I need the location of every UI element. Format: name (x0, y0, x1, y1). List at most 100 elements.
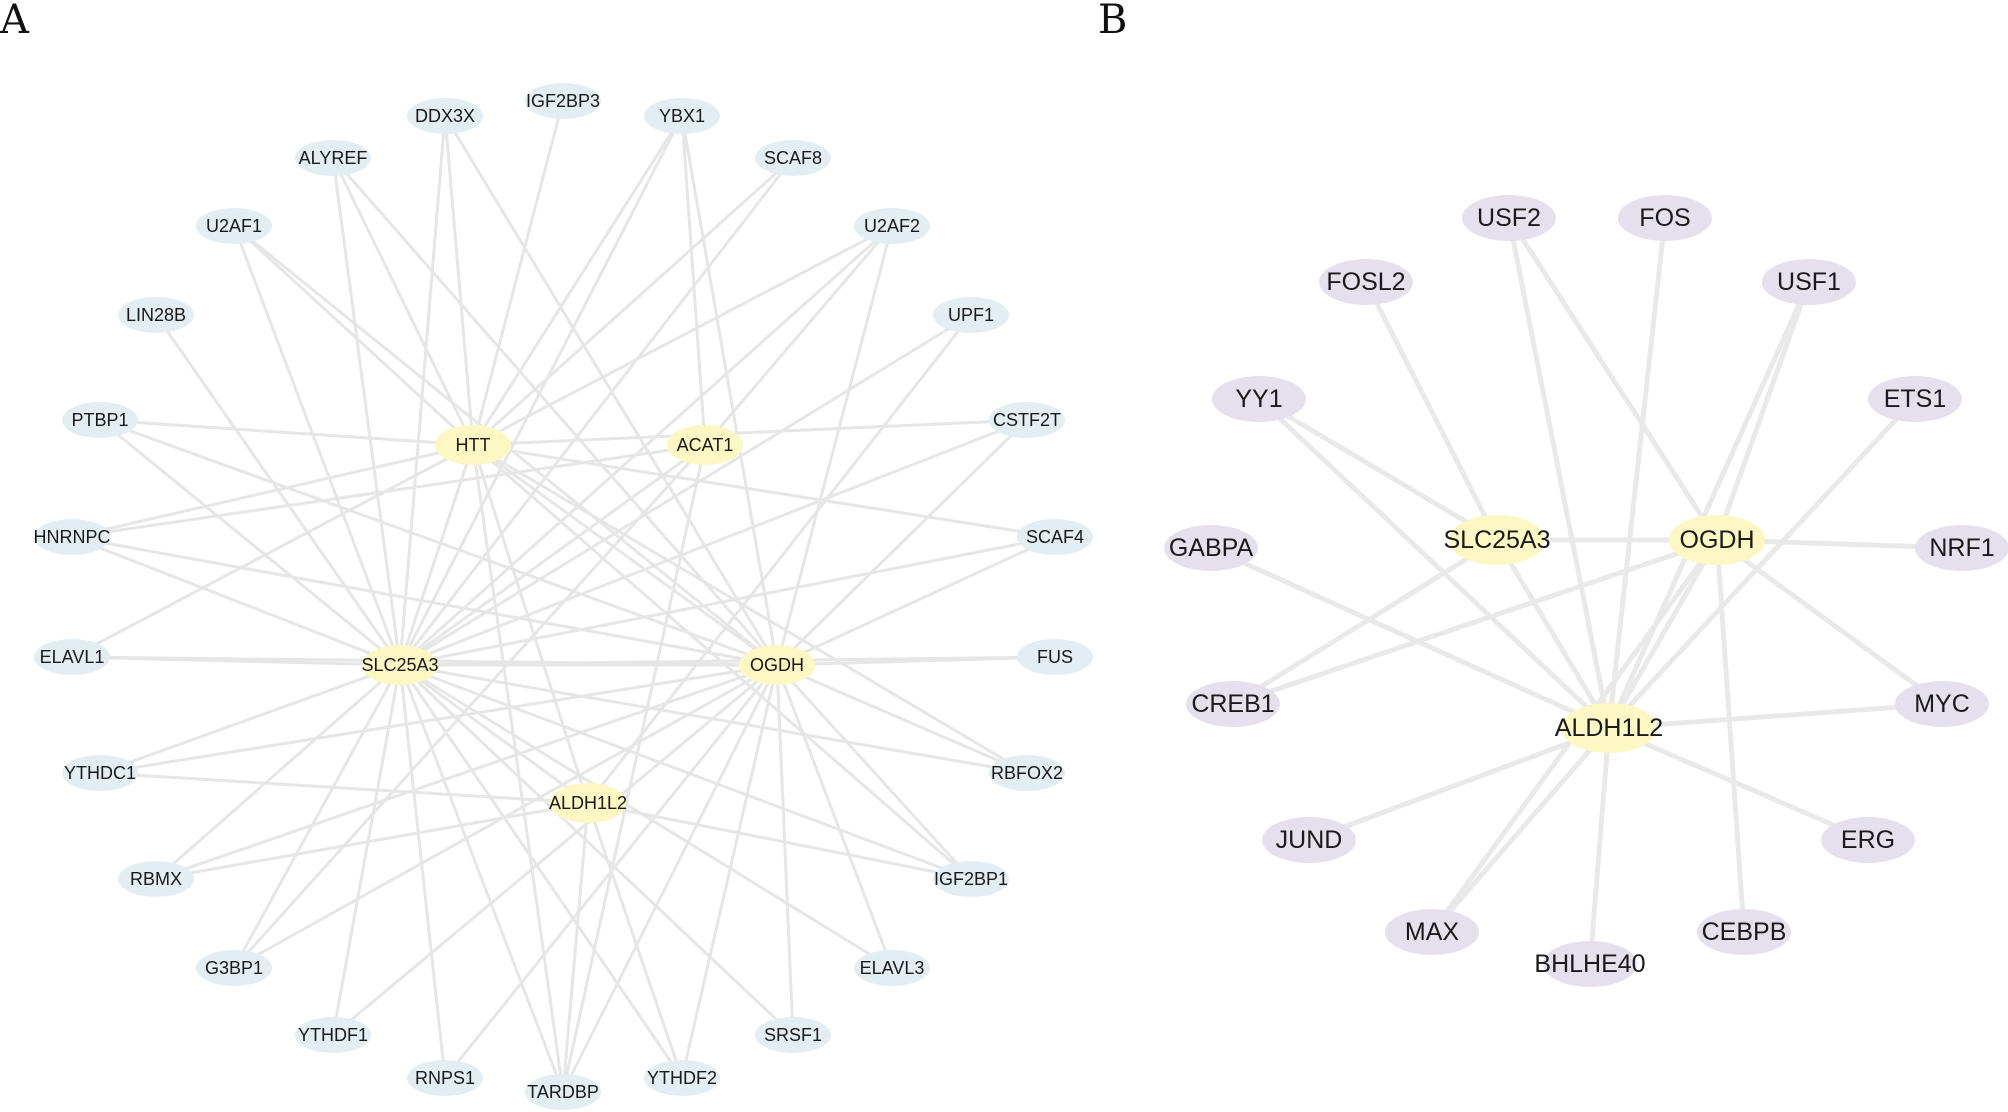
node-shape-jund (1262, 817, 1356, 863)
node-srsf1: SRSF1 (755, 1017, 831, 1053)
edge-slc25a3-ptbp1 (99, 418, 401, 667)
edge-aldh1l2-yy1 (1257, 397, 1611, 730)
node-igf2bp1: IGF2BP1 (933, 861, 1009, 897)
edge-ogdh-ythdf2 (680, 664, 779, 1079)
node-aldh1l2: ALDH1L2 (549, 783, 627, 823)
node-jund: JUND (1262, 817, 1356, 863)
node-shape-alyref (295, 140, 371, 176)
node-yy1: YY1 (1212, 376, 1306, 422)
node-shape-ythdf1 (295, 1017, 371, 1053)
node-alyref: ALYREF (295, 140, 371, 176)
edge-slc25a3-rnps1 (398, 664, 447, 1079)
edge-ogdh-aldh1l2 (1606, 538, 1720, 730)
node-shape-ets1 (1868, 376, 1962, 422)
edge-aldh1l2-jund (1308, 725, 1610, 843)
node-shape-myc (1895, 681, 1989, 727)
node-acat1: ACAT1 (667, 425, 743, 465)
node-label-elavl3: ELAVL3 (860, 958, 925, 978)
node-u2af2: U2AF2 (854, 208, 930, 244)
edge-htt-scaf8 (471, 156, 795, 447)
edge-acat1-slc25a3 (399, 443, 706, 667)
node-label-usf1: USF1 (1777, 268, 1841, 296)
node-label-srsf1: SRSF1 (764, 1025, 822, 1045)
node-shape-scaf8 (755, 140, 831, 176)
panel-a-edges (71, 100, 1056, 1093)
node-creb1: CREB1 (1186, 681, 1280, 727)
edge-ogdh-tardbp (561, 664, 779, 1093)
node-usf2: USF2 (1462, 195, 1556, 241)
node-usf1: USF1 (1762, 259, 1856, 305)
node-rbfox2: RBFOX2 (989, 755, 1065, 791)
edge-htt-cstf2t (472, 418, 1028, 447)
node-shape-rbmx (118, 861, 194, 897)
node-ybx1: YBX1 (644, 98, 720, 134)
node-label-igf2bp1: IGF2BP1 (934, 869, 1008, 889)
edge-aldh1l2-upf1 (586, 314, 973, 804)
node-label-yy1: YY1 (1235, 385, 1282, 413)
edge-htt-scaf4 (472, 443, 1056, 539)
node-shape-gabpa (1164, 525, 1258, 571)
node-shape-erg (1821, 817, 1915, 863)
edge-slc25a3-ythdf2 (398, 664, 684, 1079)
node-elavl1: ELAVL1 (34, 639, 110, 675)
edge-ogdh-scaf4 (776, 535, 1056, 667)
edge-acat1-tardbp (561, 444, 707, 1093)
edge-ogdh-rbmx (155, 663, 778, 881)
edge-aldh1l2-tardbp (561, 802, 590, 1093)
node-cstf2t: CSTF2T (989, 402, 1065, 438)
node-ythdf2: YTHDF2 (644, 1060, 720, 1096)
edge-ogdh-ythdc1 (99, 663, 778, 775)
node-shape-u2af2 (854, 208, 930, 244)
node-label-fus: FUS (1037, 647, 1073, 667)
node-label-myc: MYC (1914, 690, 1970, 718)
edge-htt-hnrnpc (71, 443, 474, 539)
node-lin28b: LIN28B (118, 297, 194, 333)
node-rnps1: RNPS1 (407, 1060, 483, 1096)
edge-slc25a3-hnrnpc (71, 535, 401, 667)
node-shape-usf2 (1462, 195, 1556, 241)
edge-ogdh-alyref (331, 157, 779, 666)
node-scaf4: SCAF4 (1017, 519, 1093, 555)
edge-ogdh-myc (1715, 537, 1944, 707)
node-g3bp1: G3BP1 (196, 950, 272, 986)
edge-slc25a3-scaf4 (399, 535, 1056, 667)
edge-aldh1l2-fos (1606, 217, 1668, 729)
node-shape-cstf2t (989, 402, 1065, 438)
node-shape-ddx3x (407, 98, 483, 134)
node-shape-igf2bp1 (933, 861, 1009, 897)
node-shape-igf2bp3 (525, 83, 601, 119)
node-label-ogdh: OGDH (750, 655, 804, 675)
edge-ogdh-u2af2 (775, 225, 894, 666)
node-label-alyref: ALYREF (299, 148, 368, 168)
node-slc25a3: SLC25A3 (361, 645, 439, 685)
edge-ogdh-usf2 (1506, 216, 1720, 542)
node-upf1: UPF1 (933, 297, 1009, 333)
hub-node-shape-aldh1l2 (550, 783, 626, 823)
edge-aldh1l2-ythdf2 (586, 802, 684, 1079)
edge-aldh1l2-myc (1608, 701, 1943, 731)
edge-ogdh-elavl3 (775, 664, 894, 969)
node-label-scaf4: SCAF4 (1026, 527, 1084, 547)
edge-ogdh-ddx3x (443, 115, 779, 666)
node-fos: FOS (1618, 195, 1712, 241)
edge-acat1-u2af2 (703, 225, 894, 446)
node-shape-tardbp (525, 1074, 601, 1110)
node-shape-ptbp1 (62, 402, 138, 438)
node-max: MAX (1385, 909, 1479, 955)
node-shape-ybx1 (644, 98, 720, 134)
node-shape-cebpb (1697, 909, 1791, 955)
node-myc: MYC (1895, 681, 1989, 727)
node-label-igf2bp3: IGF2BP3 (526, 91, 600, 111)
node-ddx3x: DDX3X (407, 98, 483, 134)
node-shape-ythdf2 (644, 1060, 720, 1096)
edge-slc25a3-elavl3 (399, 663, 893, 970)
node-shape-upf1 (933, 297, 1009, 333)
node-label-jund: JUND (1276, 826, 1343, 854)
edge-htt-tardbp (471, 444, 565, 1093)
node-label-creb1: CREB1 (1191, 690, 1274, 718)
edge-slc25a3-yy1 (1257, 396, 1499, 543)
node-gabpa: GABPA (1164, 525, 1258, 571)
node-label-ybx1: YBX1 (659, 106, 705, 126)
